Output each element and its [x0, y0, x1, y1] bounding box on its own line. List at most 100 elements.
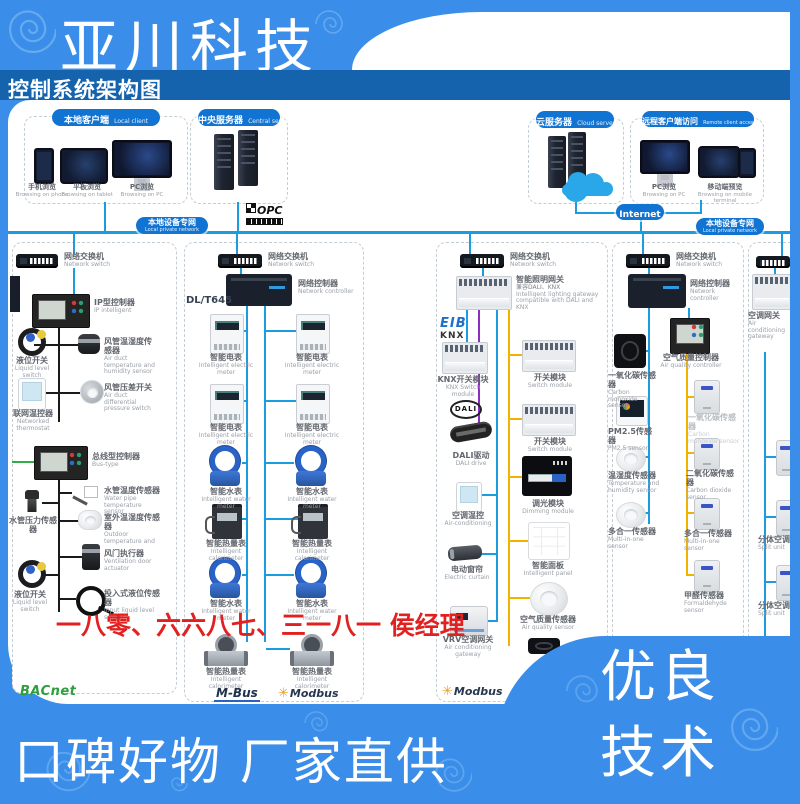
label-zh: 开关模块	[534, 437, 566, 446]
water-meter-device	[294, 558, 328, 598]
label-zh: 一氧化碳传感器	[688, 413, 736, 431]
label-en: Intelligent calorimeter	[294, 547, 330, 562]
connector	[58, 598, 76, 600]
connector	[764, 581, 776, 583]
label-en: Central server	[248, 118, 291, 125]
connector	[237, 202, 239, 232]
connector	[688, 574, 694, 576]
connector	[700, 200, 702, 214]
pm25-sensor-device	[616, 396, 648, 426]
co2-sensor-device	[694, 438, 720, 470]
label-zh: VRV空调网关	[442, 635, 494, 644]
connector	[266, 518, 298, 520]
label-en: Intelligent panel	[523, 569, 573, 577]
label-zh: PC浏览	[129, 183, 155, 191]
label-en: Intelligent calorimeter	[208, 675, 244, 690]
label-zh: 水管温度传感器	[104, 486, 160, 495]
water-meter-device	[208, 558, 242, 598]
connector	[266, 574, 294, 576]
server-tower	[568, 132, 586, 184]
connector	[242, 518, 246, 520]
air-quality-sensor-device	[530, 582, 568, 616]
calorimeter-device	[205, 504, 242, 539]
label-zh: DALI驱动	[452, 451, 490, 460]
connector	[58, 556, 82, 558]
label-en: Network switch	[268, 260, 315, 268]
label-zh: 网络控制器	[690, 279, 730, 288]
multi-in-one-sensor-device	[694, 498, 720, 530]
modbus-gear-icon: ✳	[278, 686, 289, 701]
connector	[644, 456, 650, 458]
bacnet-logo: BACnet	[20, 684, 77, 699]
opc-logo: OPC	[246, 203, 283, 225]
knx-text: KNX	[440, 331, 465, 341]
label-zh: 空调网关	[748, 311, 780, 320]
opc-grid-icon	[246, 203, 256, 213]
label-en: Browsing on tablet	[61, 191, 113, 198]
label-zh: 分体空调	[758, 535, 790, 544]
connector	[34, 344, 58, 346]
electric-meter-device	[210, 314, 244, 354]
liquid-level-switch-device	[18, 328, 48, 356]
label-zh: 投入式液位传感器	[104, 589, 160, 607]
phone-device	[34, 148, 54, 184]
label-en: Intelligent calorimeter	[208, 547, 244, 562]
label-zh: KNX开关模块	[437, 375, 489, 384]
label-zh: 智能水表	[296, 487, 328, 496]
lighting-gateway-device	[456, 276, 512, 310]
label-zh: 智能热量表	[292, 539, 332, 548]
connector	[646, 408, 650, 410]
label-en: Browsing on phone	[15, 191, 69, 198]
label-zh: 联网温控器	[13, 409, 53, 418]
label-en: Ventilation door actuator	[104, 557, 152, 572]
label-en: Air-conditioning	[444, 519, 492, 527]
pc-monitor-device	[640, 140, 690, 174]
label-zh: 电动窗帘	[451, 565, 483, 574]
connector	[480, 494, 496, 496]
label-en: Network controller	[690, 287, 719, 302]
label-zh: 风管压差开关	[104, 383, 152, 392]
banner-bar: 控制系统架构图	[0, 70, 790, 102]
label-zh: PM2.5传感器	[608, 427, 652, 445]
temp-humidity-sensor-device	[616, 446, 646, 472]
connector	[496, 308, 498, 622]
label-en: Browsing on mobile terminal	[697, 191, 753, 204]
connector	[644, 350, 650, 352]
electric-meter-device	[296, 314, 330, 354]
label-en: Bus-type	[92, 460, 119, 468]
label-zh: 本地客户端	[63, 116, 109, 126]
label-en: Network controller	[298, 287, 354, 295]
connector	[781, 233, 783, 256]
label-zh: 空气质量传感器	[520, 615, 576, 624]
label-pipe-pressure-sensor: 水管压力传感器	[6, 516, 60, 535]
connector	[58, 392, 80, 394]
label-zh: 风管温湿度传感器	[104, 337, 152, 355]
eib-text: EIB	[440, 316, 467, 331]
duct-sensor-device	[78, 334, 100, 354]
tablet-device	[60, 148, 108, 184]
label-en: PM2.5 sensor	[608, 444, 649, 452]
slogan-right: 优良技术	[586, 640, 734, 792]
label-sub: 兼容DALI、KNX	[516, 283, 561, 291]
label-zh: 空气质量控制器	[663, 353, 719, 362]
column-box-air-quality	[612, 242, 744, 702]
label-en: Air duct differential pressure switch	[104, 391, 151, 413]
